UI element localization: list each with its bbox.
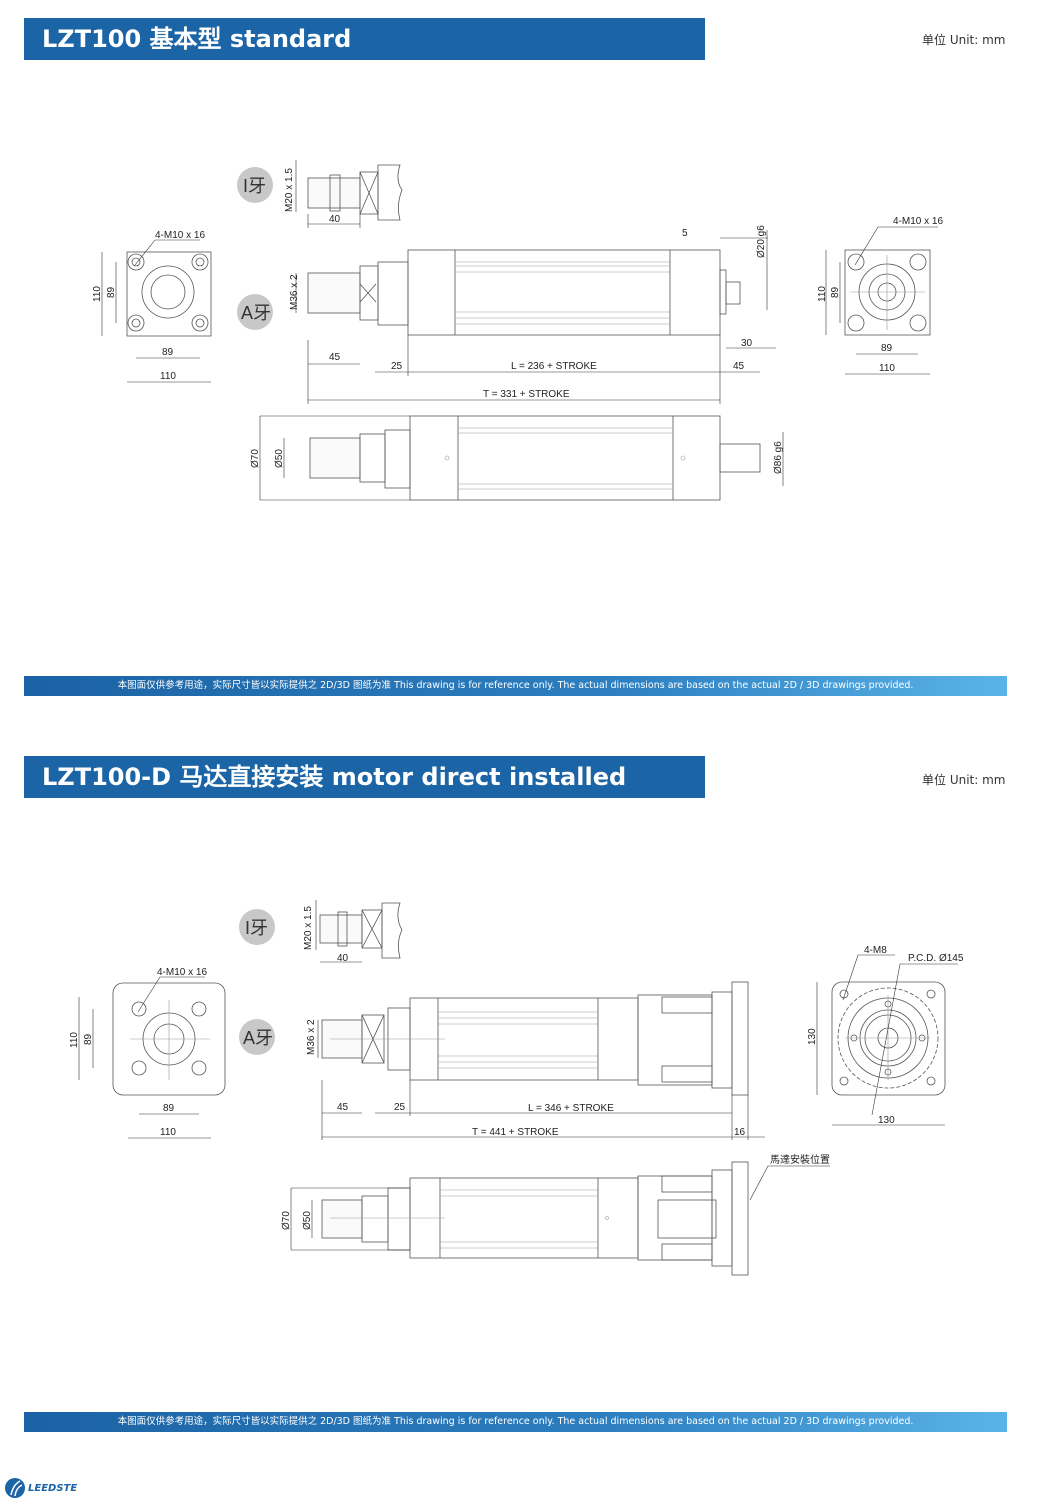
dim-text: 45 <box>337 1102 349 1113</box>
dim-text: 4-M10 x 16 <box>893 216 943 227</box>
drawing-standard: I牙 A牙 M20 x 1.5 40 4-M10 x 16 110 89 <box>92 160 943 501</box>
dim-text: 89 <box>830 286 841 298</box>
dim-text: 110 <box>69 1032 80 1048</box>
left-end-view: 4-M10 x 16 110 89 89 110 <box>69 967 226 1139</box>
logo-icon <box>5 1478 25 1498</box>
side-view: M36 x 2 45 25 L = 346 + STROKE T = 441 +… <box>306 981 765 1140</box>
dim-text: 89 <box>881 343 893 354</box>
dim-text: M36 x 2 <box>289 274 300 310</box>
drawing-motor-direct: I牙 A牙 M20 x 1.5 40 4-M10 x 16 110 89 89 … <box>69 900 964 1276</box>
reference-note: 本图面仅供参考用途，实际尺寸皆以实际提供之 2D/3D 图纸为准 This dr… <box>24 676 1007 696</box>
dim-text: 110 <box>817 286 828 302</box>
thread-i-badge <box>239 909 275 945</box>
thread-i-label: I牙 <box>245 918 268 938</box>
thread-a-badge <box>239 1019 275 1055</box>
dim-text: M20 x 1.5 <box>284 168 295 212</box>
unit-label: 单位 Unit: mm <box>922 773 1006 787</box>
side-view: M36 x 2 5 Ø20 g6 30 45 25 L = 236 + STRO… <box>289 225 776 404</box>
dim-text: 110 <box>879 363 895 374</box>
dim-text: Ø70 <box>281 1211 292 1230</box>
thread-i-badge <box>237 167 273 203</box>
dim-text: 130 <box>807 1028 818 1045</box>
dim-text: 110 <box>160 371 176 382</box>
dim-text: M36 x 2 <box>306 1019 317 1055</box>
thread-i-label: I牙 <box>243 176 266 196</box>
dim-text: 89 <box>83 1033 94 1045</box>
dim-text: M20 x 1.5 <box>303 906 314 950</box>
thread-a-label: A牙 <box>243 1028 273 1048</box>
dim-text: Ø50 <box>274 449 285 468</box>
dim-text: 130 <box>878 1115 895 1126</box>
section-title-motor-direct: LZT100-D 马达直接安装 motor direct installed <box>24 756 705 798</box>
section-title-standard: LZT100 基本型 standard <box>24 18 705 60</box>
dim-text: 4-M8 <box>864 945 887 956</box>
top-view: Ø70 Ø50 馬達安裝位置 <box>281 1153 830 1276</box>
dim-text: 16 <box>734 1127 746 1138</box>
unit-label: 单位 Unit: mm <box>922 33 1006 47</box>
dim-text: 25 <box>391 361 403 372</box>
dim-text: 4-M10 x 16 <box>157 967 207 978</box>
brand-logo: LEEDSTE <box>4 1477 77 1499</box>
dim-text: 89 <box>163 1103 175 1114</box>
reference-note: 本图面仅供参考用途，实际尺寸皆以实际提供之 2D/3D 图纸为准 This dr… <box>24 1412 1007 1432</box>
dim-text: 45 <box>329 352 341 363</box>
dim-text: Ø86 g6 <box>773 441 784 474</box>
thread-a-badge <box>237 294 273 330</box>
dim-text: 89 <box>162 347 174 358</box>
right-end-view: 4-M8 P.C.D. Ø145 130 130 <box>807 945 964 1126</box>
right-end-view: 4-M10 x 16 110 89 89 110 <box>817 216 943 375</box>
dim-text: 25 <box>394 1102 406 1113</box>
dim-text: 110 <box>160 1127 176 1138</box>
dim-text: 89 <box>106 286 117 298</box>
dim-text: 40 <box>337 953 349 964</box>
i-thread-detail: M20 x 1.5 40 <box>284 160 403 228</box>
dim-text: 4-M10 x 16 <box>155 230 205 241</box>
thread-a-label: A牙 <box>241 303 271 323</box>
dim-text: L = 236 + STROKE <box>511 361 597 372</box>
i-thread-detail: M20 x 1.5 40 <box>303 900 403 964</box>
dim-text: P.C.D. Ø145 <box>908 953 964 964</box>
dim-text: T = 441 + STROKE <box>472 1127 559 1138</box>
dim-text: Ø70 <box>250 449 261 468</box>
dim-text: 45 <box>733 361 745 372</box>
dim-text: Ø20 g6 <box>756 225 767 258</box>
top-view: Ø70 Ø50 Ø86 g6 <box>250 415 784 501</box>
dim-text: T = 331 + STROKE <box>483 389 570 400</box>
dim-text: 30 <box>741 338 753 349</box>
dim-text: 5 <box>682 228 688 239</box>
dim-text: 馬達安裝位置 <box>770 1153 830 1166</box>
left-end-view: 4-M10 x 16 110 89 89 110 <box>92 230 212 383</box>
dim-text: Ø50 <box>302 1211 313 1230</box>
dim-text: 110 <box>92 286 103 302</box>
dim-text: L = 346 + STROKE <box>528 1103 614 1114</box>
dim-text: 40 <box>329 214 341 225</box>
brand-name: LEEDSTE <box>28 1482 78 1494</box>
